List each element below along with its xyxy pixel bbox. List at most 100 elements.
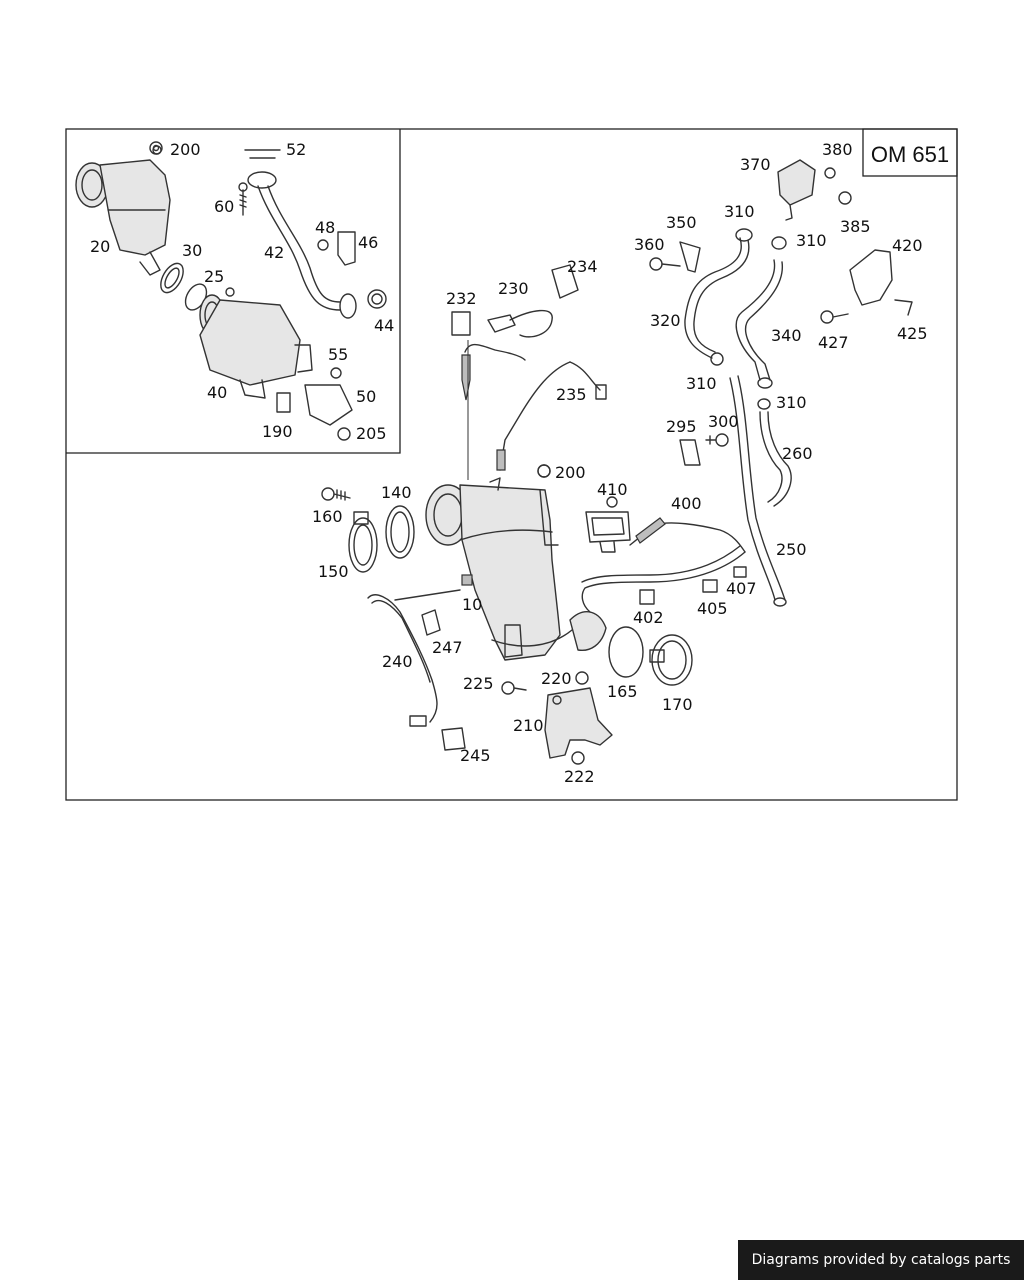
dpf-assembly-10 [425, 464, 607, 661]
callout-250: 250 [776, 540, 807, 559]
callout-52: 52 [286, 140, 306, 159]
callout-310-d: 310 [776, 393, 807, 412]
callout-220: 220 [541, 669, 572, 688]
clip-234 [551, 264, 579, 299]
callout-25: 25 [204, 267, 224, 286]
callout-360: 360 [634, 235, 665, 254]
callout-260: 260 [782, 444, 813, 463]
callout-46: 46 [358, 233, 378, 252]
gasket-140 [385, 505, 415, 559]
inset-gasket-30 [160, 262, 184, 294]
clip-402 [639, 589, 655, 605]
callout-20: 20 [90, 237, 110, 256]
callout-240: 240 [382, 652, 413, 671]
ring-165 [608, 626, 644, 678]
sensor-247 [421, 609, 441, 636]
callout-170: 170 [662, 695, 693, 714]
callout-400: 400 [671, 494, 702, 513]
callout-310-b: 310 [796, 231, 827, 250]
callout-44: 44 [374, 316, 394, 335]
pipe-400 [581, 517, 746, 613]
pipe-240 [367, 574, 473, 727]
callout-350: 350 [666, 213, 697, 232]
callout-310-a: 310 [724, 202, 755, 221]
inset-frame [66, 129, 401, 454]
callout-55: 55 [328, 345, 348, 364]
callout-420: 420 [892, 236, 923, 255]
callout-225: 225 [463, 674, 494, 693]
callout-320: 320 [650, 311, 681, 330]
sensor-232 [451, 311, 526, 480]
callout-380: 380 [822, 140, 853, 159]
inset-bracket-50 [276, 367, 353, 441]
callout-405: 405 [697, 599, 728, 618]
bracket-350 [649, 241, 701, 273]
clip-245 [441, 727, 466, 751]
callout-234: 234 [567, 257, 598, 276]
inset-dpf-40 [199, 287, 313, 399]
clamp-150 [348, 511, 378, 573]
callout-140: 140 [381, 483, 412, 502]
callout-165: 165 [607, 682, 638, 701]
inset-pipe-42 [244, 149, 357, 319]
inset-ring-200 [149, 141, 163, 155]
callout-300: 300 [708, 412, 739, 431]
callout-427: 427 [818, 333, 849, 352]
callout-40: 40 [207, 383, 227, 402]
hose-260 [757, 398, 792, 507]
callout-370: 370 [740, 155, 771, 174]
callout-410: 410 [597, 480, 628, 499]
callout-labels: 200 52 20 60 30 42 48 46 25 44 40 55 50 … [90, 140, 928, 786]
hose-320 [684, 228, 753, 366]
callout-10: 10 [462, 595, 482, 614]
callout-235: 235 [556, 385, 587, 404]
main-frame [65, 128, 958, 801]
clip-407 [733, 566, 747, 578]
callout-190: 190 [262, 422, 293, 441]
callout-200-b: 200 [555, 463, 586, 482]
inset-clamp-44 [367, 289, 387, 309]
callout-150: 150 [318, 562, 349, 581]
inset-bolt-60 [238, 182, 248, 216]
pipe-250 [729, 375, 787, 607]
bracket-295 [679, 439, 701, 466]
callout-230: 230 [498, 279, 529, 298]
callout-42: 42 [264, 243, 284, 262]
bolt-300 [705, 433, 729, 447]
callout-50: 50 [356, 387, 376, 406]
callout-310-c: 310 [686, 374, 717, 393]
callout-402: 402 [633, 608, 664, 627]
pressure-sensor-370 [777, 159, 852, 221]
engine-code-label: OM 651 [871, 142, 949, 167]
clip-405 [702, 579, 718, 593]
callout-210: 210 [513, 716, 544, 735]
callout-232: 232 [446, 289, 477, 308]
callout-340: 340 [771, 326, 802, 345]
callout-160: 160 [312, 507, 343, 526]
diagram-credit-banner: Diagrams provided by catalogs parts [738, 1240, 1024, 1280]
clamp-170 [649, 634, 693, 686]
callout-407: 407 [726, 579, 757, 598]
callout-48: 48 [315, 218, 335, 237]
engine-code-box [862, 128, 958, 177]
callout-222: 222 [564, 767, 595, 786]
callout-30: 30 [182, 241, 202, 260]
bolt-160 [321, 487, 351, 501]
callout-295: 295 [666, 417, 697, 436]
hose-340 [735, 236, 787, 389]
sensor-230 [487, 309, 553, 338]
ring-200-main [537, 464, 551, 478]
callout-245: 245 [460, 746, 491, 765]
callout-200: 200 [170, 140, 201, 159]
callout-385: 385 [840, 217, 871, 236]
callout-425: 425 [897, 324, 928, 343]
temp-sensor-235 [496, 361, 607, 471]
bracket-210 [501, 671, 613, 765]
callout-60: 60 [214, 197, 234, 216]
nox-module-410 [585, 496, 631, 553]
inset-bracket-46 [317, 231, 356, 266]
bracket-420 [820, 249, 913, 324]
callout-205: 205 [356, 424, 387, 443]
callout-247: 247 [432, 638, 463, 657]
